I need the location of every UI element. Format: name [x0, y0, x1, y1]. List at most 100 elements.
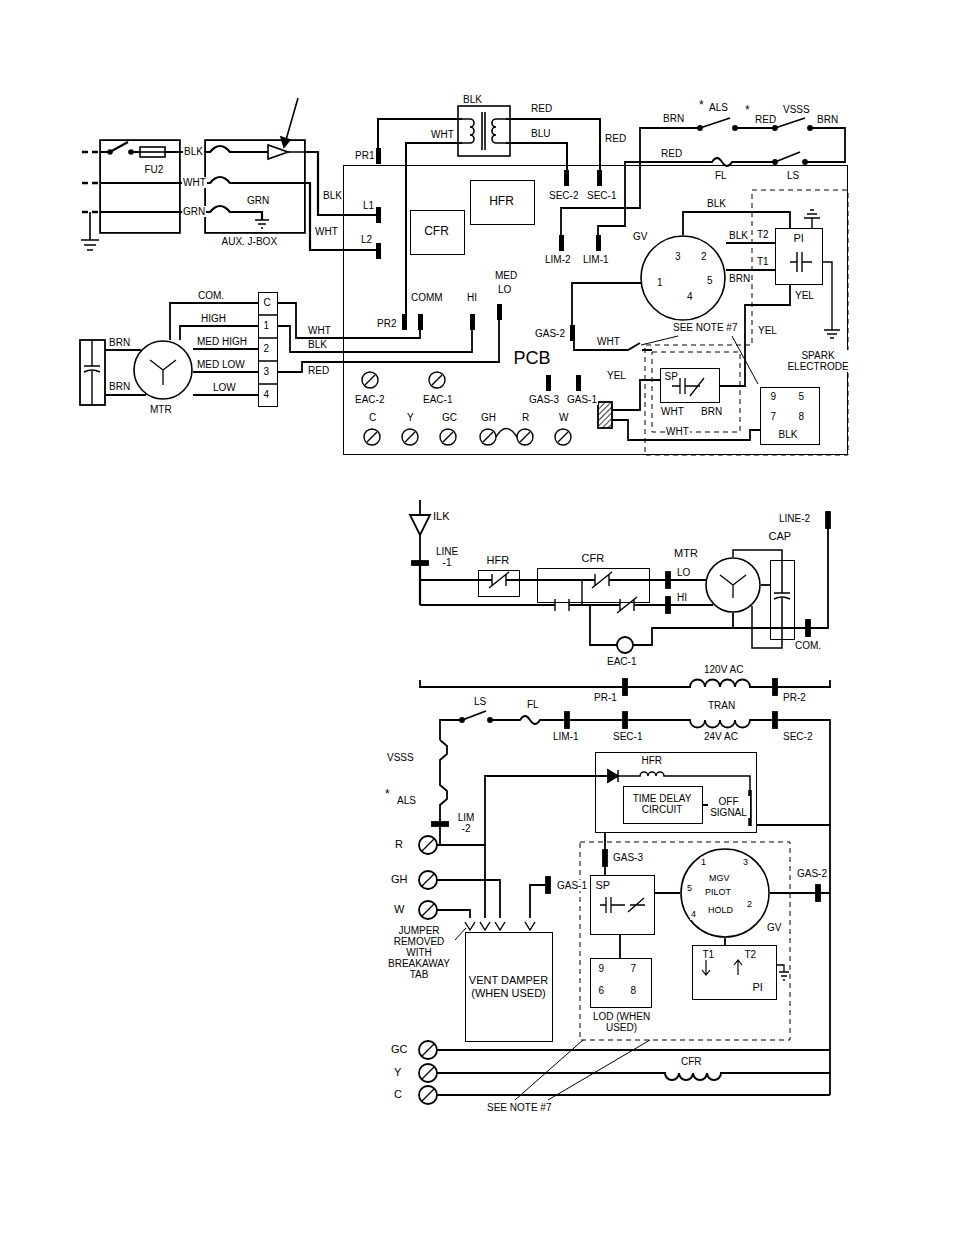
terminal-label: RED — [660, 148, 683, 159]
terminal-label: YEL — [757, 325, 778, 336]
drawing-part — [608, 770, 618, 782]
node-text: 9 — [598, 963, 606, 974]
drawing-part — [140, 151, 165, 153]
drawing-part — [600, 897, 645, 913]
circle-outline — [133, 340, 193, 400]
terminal-label: LS — [786, 170, 800, 181]
terminal-label: YEL — [606, 370, 627, 381]
terminal-label: PR-1 — [593, 692, 618, 703]
node-text: 8 — [630, 985, 638, 996]
terminal-label: VSSS — [386, 752, 415, 763]
terminal-label: BRN — [662, 113, 685, 124]
drawing-part — [489, 572, 637, 613]
terminal-label: BLK — [322, 190, 343, 201]
drawing-part — [559, 235, 564, 251]
component-box: CFR — [410, 210, 465, 255]
node-text: 1 — [263, 320, 271, 331]
node-text: VENT DAMPER (WHEN USED) — [468, 974, 550, 998]
component-box: FU2 — [100, 140, 180, 233]
circle-outline-shape — [641, 236, 725, 320]
terminal-label: COMM — [410, 292, 444, 303]
drawing-part — [412, 561, 428, 565]
terminal-label: LIM-1 — [552, 731, 580, 742]
drawing-part — [462, 119, 474, 143]
drawing-part — [773, 679, 777, 695]
terminal-label: GH — [390, 873, 409, 885]
terminal-label: BLK — [307, 339, 328, 350]
drawing-part — [129, 150, 133, 154]
wire-label: LOW — [212, 382, 237, 393]
node-text: SP — [664, 371, 679, 382]
terminal-label: LS — [473, 696, 487, 707]
terminal-label: ALS — [396, 795, 417, 806]
terminal-label: SEC-1 — [612, 731, 643, 742]
terminal-label: WHT — [314, 226, 339, 237]
terminal-label: SEE NOTE #7 — [486, 1102, 552, 1113]
node-text: GV — [632, 231, 648, 242]
drawing-part — [666, 597, 670, 613]
board-screws — [362, 372, 571, 445]
node-text: 7 — [630, 963, 638, 974]
drawing-part — [418, 314, 423, 330]
terminal-label: BLU — [530, 128, 551, 139]
control-schematic — [419, 711, 830, 1104]
node-text: OFF SIGNAL — [708, 796, 750, 818]
drawing-part — [720, 285, 790, 386]
wire-connector — [761, 584, 770, 586]
drawing-part — [376, 207, 381, 223]
terminal-label: EAC-2 — [354, 394, 385, 405]
terminal-label: C — [393, 1088, 403, 1100]
terminal-label: LO — [497, 284, 512, 295]
terminal-label: Y — [393, 1066, 402, 1078]
terminal-label: WHT — [430, 129, 455, 140]
drawing-part — [598, 402, 612, 428]
drawing-part — [603, 850, 607, 866]
wire-connector — [193, 394, 258, 396]
drawing-part — [458, 106, 510, 156]
terminal-label: SEC-2 — [782, 731, 813, 742]
drawing-part — [150, 360, 176, 385]
terminal-label: WHT — [182, 177, 207, 188]
drawing-part — [590, 528, 828, 645]
drawing-part — [816, 885, 820, 901]
node-text: 3 — [263, 366, 271, 377]
drawing-part — [546, 375, 551, 391]
terminal-label: GC — [390, 1043, 409, 1055]
terminal-label: WHT — [660, 406, 685, 417]
component-box: CFR — [537, 568, 650, 603]
terminal-label: GRN — [182, 206, 206, 217]
drawing-part — [255, 220, 269, 228]
terminal-label: T2 — [756, 229, 770, 240]
drawing-part — [465, 922, 535, 930]
terminal-label: GAS-2 — [796, 868, 828, 879]
drawing-part — [803, 160, 807, 164]
wire-connector — [170, 303, 258, 340]
component-box: SP — [660, 368, 720, 403]
component-box: PI — [775, 228, 823, 285]
node-text: 4 — [690, 910, 697, 920]
circle-component: MTR — [705, 557, 761, 613]
circle-outline-shape — [706, 558, 760, 612]
wire-label: MED HIGH — [196, 336, 248, 347]
node-text: 6 — [598, 985, 606, 996]
terminal-label: FL — [526, 699, 540, 710]
node-text: 2 — [263, 343, 271, 354]
terminal-label: * — [744, 104, 751, 117]
circle-component: MGVPILOTHOLD13524GV — [680, 848, 770, 938]
node-text: HFR — [486, 554, 511, 566]
drawing-part — [440, 711, 830, 1095]
node-text: 5 — [686, 884, 693, 894]
drawing-part — [790, 252, 832, 330]
terminal-label: PR1 — [354, 150, 375, 161]
drawing-part — [576, 375, 581, 391]
terminal-label: BRN — [700, 406, 723, 417]
drawing-part — [515, 1040, 650, 1100]
terminal-label: BLK — [183, 146, 204, 157]
drawing-part — [420, 565, 666, 605]
limit-wiring — [561, 118, 848, 455]
terminal-label: BLK — [462, 94, 483, 105]
terminal-label: BRN — [108, 381, 131, 392]
node-text: LOD (WHEN USED) — [586, 1011, 658, 1033]
terminal-label: FL — [714, 170, 728, 181]
